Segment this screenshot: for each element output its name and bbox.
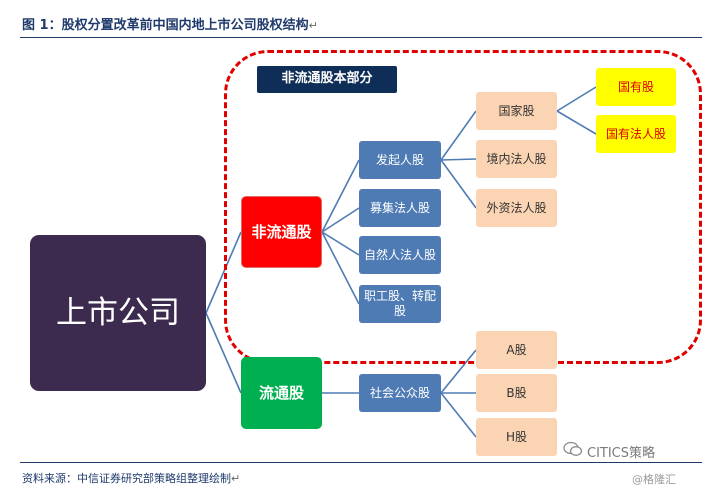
source-text: 资料来源：中信证券研究部策略组整理绘制 xyxy=(22,472,231,485)
section-label: 非流通股本部分 xyxy=(257,66,397,93)
public-share-node: 社会公众股 xyxy=(359,374,441,412)
employee-share-node: 职工股、转配股 xyxy=(359,285,441,323)
a-share-node: A股 xyxy=(476,331,557,369)
connector-state-stateowned xyxy=(556,86,597,112)
paragraph-mark: ↵ xyxy=(308,19,318,32)
connector-nontradable-sponsor xyxy=(321,159,360,233)
wechat-watermark: CITICS策略 xyxy=(563,441,655,461)
title-rule xyxy=(20,37,702,38)
root-node: 上市公司 xyxy=(30,235,206,391)
source-rule xyxy=(20,462,702,463)
wechat-icon xyxy=(563,441,583,461)
connector-state-statelegal xyxy=(556,110,597,135)
domestic-legal-share-node: 境内法人股 xyxy=(476,140,557,178)
tradable-node: 流通股 xyxy=(241,357,322,429)
figure-title-text: 图 1：股权分置改革前中国内地上市公司股权结构 xyxy=(22,18,309,33)
connector-sponsor-state xyxy=(440,110,477,161)
state-owned-share-node: 国有股 xyxy=(596,68,676,106)
natural-person-legal-share-node: 自然人法人股 xyxy=(359,236,441,274)
foreign-legal-share-node: 外资法人股 xyxy=(476,189,557,227)
connector-root-tradable xyxy=(205,312,242,394)
h-share-node: H股 xyxy=(476,418,557,456)
site-watermark: @格隆汇 xyxy=(632,473,676,486)
raised-legal-share-node: 募集法人股 xyxy=(359,189,441,227)
non-tradable-region xyxy=(224,50,702,364)
connector-public-a xyxy=(440,349,477,394)
connector-nontradable-employee xyxy=(321,231,360,305)
figure-title: 图 1：股权分置改革前中国内地上市公司股权结构↵ xyxy=(22,14,318,33)
b-share-node: B股 xyxy=(476,374,557,412)
source-note: 资料来源：中信证券研究部策略组整理绘制↵ xyxy=(22,470,240,486)
state-share-node: 国家股 xyxy=(476,92,557,130)
connector-root-nontradable xyxy=(205,231,242,314)
connector-sponsor-domestic xyxy=(440,158,477,161)
state-owned-legal-share-node: 国有法人股 xyxy=(596,115,676,153)
paragraph-mark: ↵ xyxy=(231,472,241,485)
connector-nontradable-raised xyxy=(321,207,360,233)
wechat-account-name: CITICS策略 xyxy=(587,445,656,461)
non-tradable-node: 非流通股 xyxy=(241,196,322,268)
connector-nontradable-natural xyxy=(321,231,360,256)
connector-sponsor-foreign xyxy=(440,159,477,209)
sponsor-share-node: 发起人股 xyxy=(359,141,441,179)
connector-public-h xyxy=(440,392,477,438)
